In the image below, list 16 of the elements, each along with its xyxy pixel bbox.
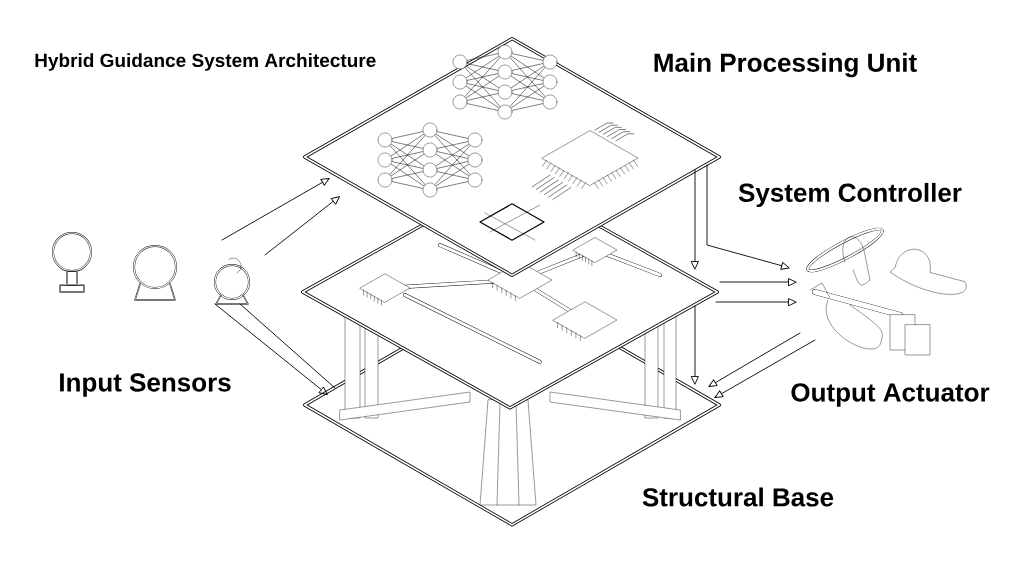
arrow	[214, 303, 328, 395]
arrow	[706, 164, 790, 270]
arrow	[264, 196, 340, 256]
arrow	[714, 339, 816, 398]
arrow	[719, 278, 797, 286]
component-label: Main Processing Unit	[654, 52, 917, 78]
arrow	[708, 332, 801, 387]
component-label: Output Actuator	[791, 383, 990, 407]
title: Hybrid Guidance System Architecture	[35, 53, 376, 71]
component-label: System Controller	[738, 182, 962, 208]
arrow	[221, 178, 330, 241]
component-label: Input Sensors	[60, 373, 231, 397]
arrow	[691, 169, 699, 270]
arrow	[691, 305, 699, 385]
component-label: Structural Base	[642, 487, 834, 507]
arrow	[715, 298, 797, 306]
